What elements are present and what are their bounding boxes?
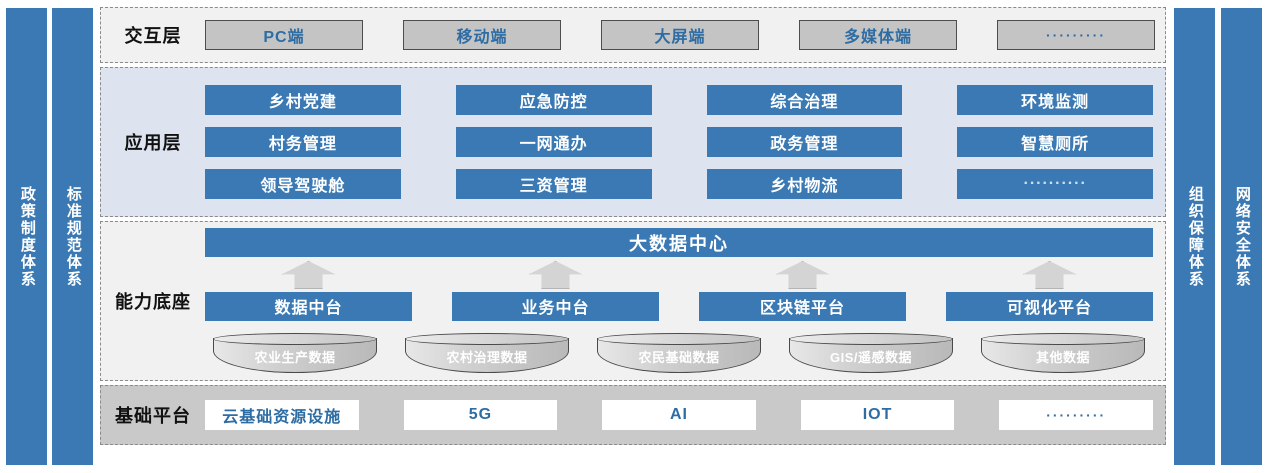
app-item-environment[interactable]: 环境监测	[957, 85, 1153, 115]
band-body-foundation: 云基础资源设施 5G AI IOT ·········	[205, 386, 1165, 444]
platform-item-visualization[interactable]: 可视化平台	[946, 291, 1153, 321]
platform-item-business-midend[interactable]: 业务中台	[452, 291, 659, 321]
foundation-item-cloud[interactable]: 云基础资源设施	[205, 400, 359, 430]
data-store-label: 其他数据	[1035, 350, 1090, 366]
pillar-policy-system: 政策制度体系	[6, 8, 47, 465]
foundation-items-row: 云基础资源设施 5G AI IOT ·········	[205, 386, 1165, 444]
database-icon	[789, 337, 953, 373]
arrow-up-icon	[528, 260, 583, 289]
app-item-more[interactable]: ··········	[957, 169, 1153, 199]
pillar-standard-system: 标准规范体系	[52, 8, 93, 465]
bigdata-center-bar[interactable]: 大数据中心	[205, 228, 1153, 258]
arrow-up-icon	[281, 260, 336, 289]
database-icon-top	[789, 332, 953, 345]
foundation-item-ai[interactable]: AI	[602, 400, 756, 430]
terminal-item-more[interactable]: ·········	[997, 20, 1155, 50]
band-capability-layer: 能力底座 大数据中心 数据中台 业务中台 区块链平台 可视化平台	[100, 221, 1166, 381]
arrow-cell-2	[452, 260, 659, 289]
app-item-emergency[interactable]: 应急防控	[455, 85, 652, 115]
pillar-network-security-system: 网络安全体系	[1221, 8, 1262, 465]
band-body-interaction: PC端 移动端 大屏端 多媒体端 ·········	[205, 8, 1165, 62]
arrow-up-icon	[775, 260, 830, 289]
app-item-governance[interactable]: 综合治理	[706, 85, 903, 115]
terminal-item-multimedia[interactable]: 多媒体端	[799, 20, 957, 50]
data-store-agriculture[interactable]: 农业生产数据	[213, 332, 377, 373]
arrow-up-icon	[1022, 260, 1077, 289]
band-body-capability: 大数据中心 数据中台 业务中台 区块链平台 可视化平台	[205, 222, 1165, 380]
data-store-label: 农村治理数据	[446, 350, 528, 366]
foundation-item-more[interactable]: ·········	[999, 400, 1153, 430]
pillar-policy-label: 政策制度体系	[18, 185, 36, 288]
data-store-farmer-basic[interactable]: 农民基础数据	[597, 332, 761, 373]
app-item-three-assets[interactable]: 三资管理	[455, 169, 652, 199]
app-item-rural-logistics[interactable]: 乡村物流	[706, 169, 903, 199]
data-store-gis-remote-sensing[interactable]: GIS/遥感数据	[789, 332, 953, 373]
band-label-foundation: 基础平台	[115, 406, 191, 426]
pillar-security-label: 网络安全体系	[1233, 185, 1251, 288]
layer-stack: 交互层 PC端 移动端 大屏端 多媒体端 ········· 应用层 乡村党建 …	[100, 7, 1166, 466]
database-icon-top	[597, 332, 761, 345]
app-item-one-network[interactable]: 一网通办	[455, 127, 652, 157]
interaction-items-row: PC端 移动端 大屏端 多媒体端 ·········	[205, 8, 1165, 62]
data-store-row: 农业生产数据 农村治理数据 农民基础数据	[205, 332, 1153, 374]
data-store-other[interactable]: 其他数据	[981, 332, 1145, 373]
terminal-item-pc[interactable]: PC端	[205, 20, 363, 50]
capability-content: 大数据中心 数据中台 业务中台 区块链平台 可视化平台	[205, 222, 1165, 380]
band-label-interaction: 交互层	[124, 26, 182, 46]
data-store-label: 农业生产数据	[254, 350, 336, 366]
database-icon-top	[213, 332, 377, 345]
database-icon-top	[405, 332, 569, 345]
band-foundation-layer: 基础平台 云基础资源设施 5G AI IOT ·········	[100, 385, 1166, 445]
arrow-cell-3	[699, 260, 906, 289]
platform-item-blockchain[interactable]: 区块链平台	[699, 291, 906, 321]
database-icon-top	[981, 332, 1145, 345]
app-item-smart-toilet[interactable]: 智慧厕所	[957, 127, 1153, 157]
band-interaction-layer: 交互层 PC端 移动端 大屏端 多媒体端 ·········	[100, 7, 1166, 63]
foundation-item-iot[interactable]: IOT	[800, 400, 955, 430]
app-item-village-affairs[interactable]: 村务管理	[205, 127, 401, 157]
arrow-cell-1	[205, 260, 412, 289]
platform-item-data-midend[interactable]: 数据中台	[205, 291, 412, 321]
app-item-party-building[interactable]: 乡村党建	[205, 85, 401, 115]
pillar-organization-system: 组织保障体系	[1174, 8, 1215, 465]
band-application-layer: 应用层 乡村党建 应急防控 综合治理 环境监测 村务管理 一网通办 政务管理 智…	[100, 67, 1166, 217]
band-label-capability: 能力底座	[115, 292, 191, 312]
pillar-organization-label: 组织保障体系	[1186, 185, 1204, 288]
pillar-standard-label: 标准规范体系	[64, 185, 82, 288]
data-store-label: GIS/遥感数据	[829, 350, 912, 366]
foundation-item-5g[interactable]: 5G	[403, 400, 558, 430]
application-items-grid: 乡村党建 应急防控 综合治理 环境监测 村务管理 一网通办 政务管理 智慧厕所 …	[205, 68, 1165, 216]
band-body-application: 乡村党建 应急防控 综合治理 环境监测 村务管理 一网通办 政务管理 智慧厕所 …	[205, 68, 1165, 216]
terminal-item-mobile[interactable]: 移动端	[403, 20, 561, 50]
platform-row: 数据中台 业务中台 区块链平台 可视化平台	[205, 291, 1153, 321]
app-item-leader-cockpit[interactable]: 领导驾驶舱	[205, 169, 401, 199]
terminal-item-largescreen[interactable]: 大屏端	[601, 20, 759, 50]
data-store-label: 农民基础数据	[638, 350, 720, 366]
arrow-cell-4	[946, 260, 1153, 289]
app-item-government[interactable]: 政务管理	[706, 127, 903, 157]
band-label-application: 应用层	[124, 133, 182, 153]
data-store-rural-governance[interactable]: 农村治理数据	[405, 332, 569, 373]
arrow-row	[205, 260, 1153, 289]
